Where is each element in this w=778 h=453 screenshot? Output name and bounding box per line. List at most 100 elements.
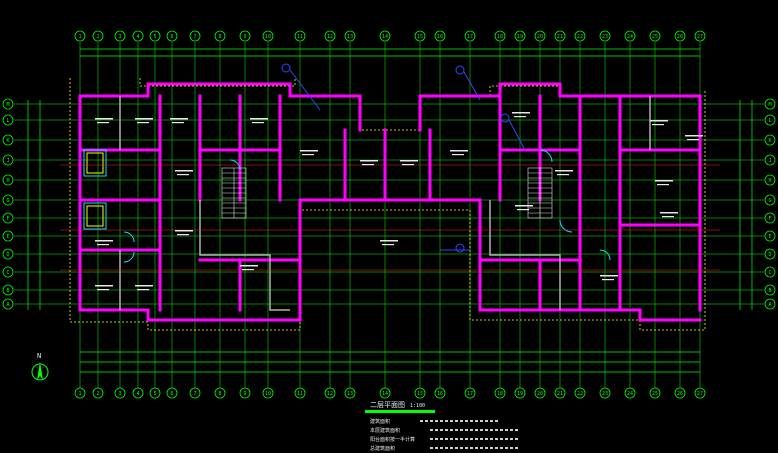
axis-bubble-left: [2, 230, 14, 242]
room-label-mark: [660, 212, 678, 214]
room-label-mark: [175, 170, 193, 172]
axis-label-bottom: 21: [557, 391, 563, 397]
axis-label-left: J: [6, 158, 9, 164]
axis-bubble-right: [764, 298, 776, 310]
axis-bubble-right: [764, 114, 776, 126]
axis-bubble-bottom: [239, 387, 251, 399]
note-4: 总建筑面积: [370, 445, 395, 452]
axis-label-left: K: [6, 138, 9, 144]
axis-bubble-bottom: [189, 387, 201, 399]
axis-label-left: C: [6, 270, 9, 276]
room-label-mark: [242, 269, 254, 271]
axis-bubble-bottom: [214, 387, 226, 399]
axis-bubble-bottom: [149, 387, 161, 399]
axis-label-left: F: [6, 216, 9, 222]
axis-bubble-bottom: [324, 387, 336, 399]
axis-label-top: 14: [382, 34, 388, 40]
axis-label-bottom: 8: [218, 391, 221, 397]
axis-label-bottom: 7: [193, 391, 196, 397]
axis-bubble-top: [239, 30, 251, 42]
north-label: N: [37, 352, 41, 360]
room-label-mark: [300, 150, 318, 152]
axis-label-top: 24: [627, 34, 633, 40]
axis-label-right: K: [768, 138, 771, 144]
room-label-mark: [652, 124, 664, 126]
axis-bubble-top: [132, 30, 144, 42]
axis-label-top: 26: [677, 34, 683, 40]
axis-label-bottom: 12: [327, 391, 333, 397]
axis-label-bottom: 14: [382, 391, 388, 397]
axis-lines-red: [60, 164, 720, 271]
axis-label-left: G: [6, 198, 9, 204]
axis-bubble-bottom: [554, 387, 566, 399]
axis-bubble-top: [674, 30, 686, 42]
axis-bubble-top: [599, 30, 611, 42]
axis-label-bottom: 6: [170, 391, 173, 397]
axis-label-top: 10: [265, 34, 271, 40]
room-label-mark: [602, 279, 614, 281]
walls: [78, 82, 702, 322]
axis-bubble-left: [2, 298, 14, 310]
axis-bubble-top: [534, 30, 546, 42]
drawing-scale: 1:100: [410, 403, 425, 409]
axis-label-right: F: [768, 216, 771, 222]
axis-label-top: 18: [497, 34, 503, 40]
axis-label-right: L: [768, 118, 771, 124]
axis-label-left: H: [6, 178, 9, 184]
axis-label-top: 12: [327, 34, 333, 40]
axis-label-top: 15: [417, 34, 423, 40]
axis-bubble-top: [189, 30, 201, 42]
axis-bubble-left: [2, 212, 14, 224]
axis-label-bottom: 10: [265, 391, 271, 397]
room-label-mark: [137, 122, 149, 124]
room-label-mark: [172, 122, 184, 124]
axis-label-right: M: [768, 102, 771, 108]
axis-bubble-left: [2, 154, 14, 166]
axis-bubble-top: [464, 30, 476, 42]
axis-bubble-bottom: [624, 387, 636, 399]
axis-bubble-bottom: [294, 387, 306, 399]
axis-bubble-top: [649, 30, 661, 42]
axis-bubble-top: [624, 30, 636, 42]
axis-label-right: H: [768, 178, 771, 184]
axis-bubble-bottom: [414, 387, 426, 399]
note-2: 本层建筑面积: [370, 427, 400, 434]
axis-bubble-bottom: [694, 387, 706, 399]
north-arrow: N: [31, 352, 49, 381]
axis-label-bottom: 20: [537, 391, 543, 397]
room-label-mark: [515, 205, 533, 207]
room-label-mark: [512, 112, 530, 114]
axis-bubble-left: [2, 284, 14, 296]
axis-label-bottom: 26: [677, 391, 683, 397]
room-label-mark: [400, 160, 418, 162]
room-label-mark: [95, 240, 113, 242]
axis-label-bottom: 11: [297, 391, 303, 397]
room-label-mark: [135, 285, 153, 287]
axis-label-left: M: [6, 102, 9, 108]
axis-bubble-bottom: [649, 387, 661, 399]
axis-label-bottom: 23: [602, 391, 608, 397]
room-label-mark: [662, 216, 674, 218]
axis-bubble-bottom: [74, 387, 86, 399]
axis-bubble-top: [344, 30, 356, 42]
axis-bubble-top: [262, 30, 274, 42]
axis-label-bottom: 19: [517, 391, 523, 397]
axis-label-top: 4: [136, 34, 139, 40]
room-label-mark: [95, 118, 113, 120]
axis-bubble-top: [514, 30, 526, 42]
axis-label-top: 1: [78, 34, 81, 40]
axis-bubble-top: [114, 30, 126, 42]
room-label-mark: [177, 174, 189, 176]
room-label-mark: [177, 234, 189, 236]
room-label-mark: [175, 230, 193, 232]
axis-bubble-left: [2, 266, 14, 278]
cyan-details: [83, 149, 611, 263]
axis-bubble-top: [574, 30, 586, 42]
axis-bubble-right: [764, 212, 776, 224]
axis-bubble-top: [324, 30, 336, 42]
room-label-mark: [382, 244, 394, 246]
axis-label-top: 9: [243, 34, 246, 40]
axis-label-bottom: 17: [467, 391, 473, 397]
yellow-fixtures: [86, 152, 104, 227]
axis-bubbles: 1122334455667788991010111112121313141415…: [2, 30, 776, 399]
